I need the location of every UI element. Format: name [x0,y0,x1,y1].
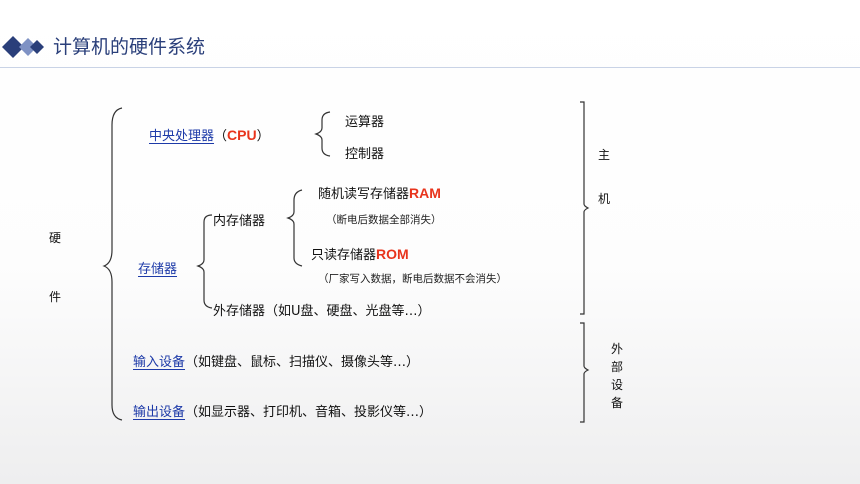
peripheral-char-4: 备 [611,396,624,410]
cpu-brace [314,111,331,157]
host-bracket [580,101,590,315]
internal-memory-label: 内存储器 [213,214,266,229]
peripheral-char-2: 部 [611,360,624,374]
rom-label: 只读存储器 [311,248,377,263]
ram-note: （断电后数据全部消失） [326,214,442,226]
output-device-note: （如显示器、打印机、音箱、投影仪等…） [185,405,433,420]
memory-brace [196,214,213,309]
ram-abbr: RAM [409,185,441,201]
cpu-paren-open: （ [214,129,228,144]
peripheral-char-1: 外 [611,342,624,356]
memory-label: 存储器 [138,262,178,277]
external-memory-node: 外存储器（如U盘、硬盘、光盘等…） [213,300,431,319]
internal-memory-brace [286,189,303,267]
main-brace [102,107,123,421]
output-device-label: 输出设备 [133,405,186,420]
output-device-node: 输出设备（如显示器、打印机、音箱、投影仪等…） [133,401,432,420]
peripheral-char-3: 设 [611,378,624,392]
cpu-node: 中央处理器（CPU） [149,125,270,144]
alu-node: 运算器 [345,115,385,130]
cpu-label: 中央处理器 [149,129,215,144]
rom-abbr: ROM [376,246,409,262]
rom-note: （厂家写入数据，断电后数据不会消失） [318,273,507,285]
peripheral-bracket [580,322,590,423]
diamond-logo-icon [2,36,44,58]
input-device-note: （如键盘、鼠标、扫描仪、摄像头等…） [185,355,420,370]
page-title: 计算机的硬件系统 [53,36,206,58]
title-divider [0,67,860,68]
host-char-2: 机 [598,192,611,206]
input-device-label: 输入设备 [133,355,186,370]
cpu-abbr: CPU [227,127,257,143]
external-memory-note: （如U盘、硬盘、光盘等…） [265,304,431,319]
ram-node: 随机读写存储器RAM [318,183,441,202]
cpu-paren-close: ） [256,129,270,144]
input-device-node: 输入设备（如键盘、鼠标、扫描仪、摄像头等…） [133,351,419,370]
rom-node: 只读存储器ROM [311,244,409,263]
ram-label: 随机读写存储器 [318,187,410,202]
host-char-1: 主 [598,148,611,162]
control-unit-node: 控制器 [345,147,385,162]
external-memory-label: 外存储器 [213,304,266,319]
root-char-2: 件 [49,290,62,304]
root-char-1: 硬 [49,231,62,245]
